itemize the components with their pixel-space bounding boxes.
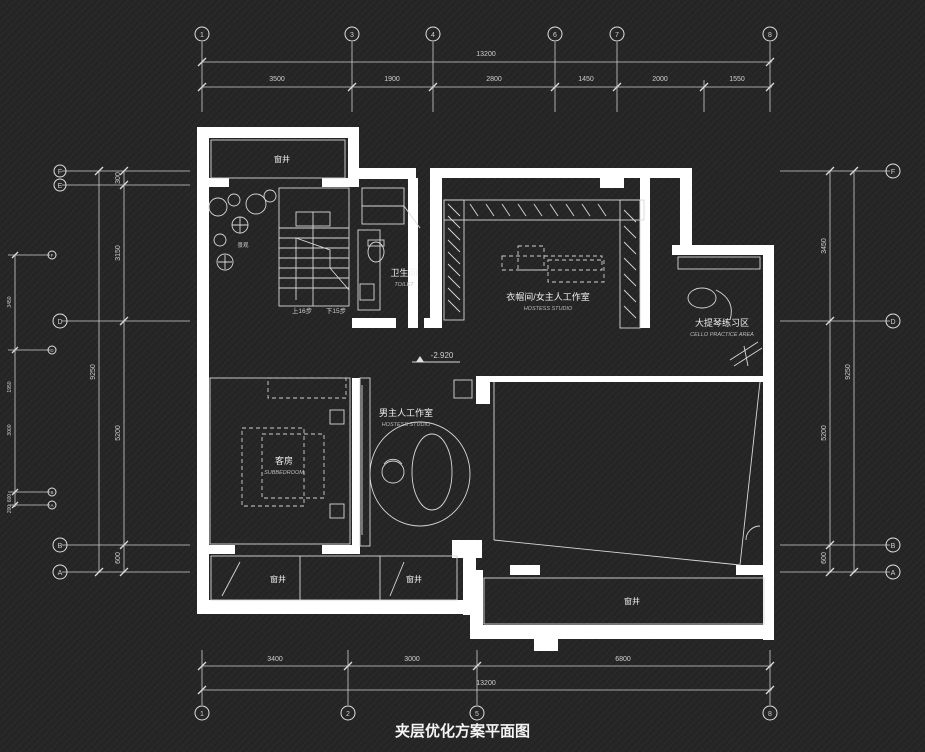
wardrobe-cabinets [443,199,645,329]
top-dim-3: 2800 [486,76,502,83]
landscape-plants [208,189,277,271]
label-stair-up: 上16步 [292,306,313,315]
bottom-dimension-lines [197,650,775,705]
bottom-axis-markers: 1 2 5 8 [194,705,778,721]
axis-bottom-2: 2 [346,711,350,718]
axis-bottom-8: 8 [768,711,772,718]
label-host-studio: 男主人工作室 [379,407,433,418]
left-dim-4: 600 [115,552,122,564]
label-light-well-top: 窗井 [274,154,290,164]
left-inner-dim-4: 600 [7,494,13,503]
bottom-dim-3: 6800 [615,656,631,663]
axis-inner-D: D [50,348,54,353]
axis-inner-F: F [51,253,54,258]
interior-lines [208,139,765,625]
right-total-dim: 9250 [845,364,852,380]
label-cello: 大提琴练习区 [695,317,749,328]
left-inner-dim-1: 3450 [7,296,13,307]
axis-top-3: 3 [350,32,354,39]
bottom-total-dim: 13200 [476,680,496,687]
label-light-well-bottom-1: 窗井 [270,574,286,584]
axis-top-7: 7 [615,32,619,39]
axis-left-F: F [58,169,62,176]
left-dim-3: 5200 [115,425,122,441]
top-dim-2: 1900 [384,76,400,83]
label-light-well-bottom-2: 窗井 [406,574,422,584]
top-dim-5: 2000 [652,76,668,83]
left-dim-2: 3150 [115,245,122,261]
left-total-dim: 9250 [90,364,97,380]
label-host-studio-en: HOSTESS STUDIO [382,422,431,428]
label-toilet-en: TOILET [394,282,414,288]
right-axis-markers: F D B A [885,163,901,580]
right-dim-3: 600 [821,552,828,564]
axis-right-D: D [890,319,895,326]
axis-bottom-5: 5 [475,711,479,718]
left-axis-markers: F E D B A F D B A [47,164,68,580]
drawing-title: 夹层优化方案平面图 [394,722,530,740]
axis-left-B: B [58,543,63,550]
label-light-well-bottom-3: 窗井 [624,596,640,606]
axis-top-8: 8 [768,32,772,39]
stair-treads [279,211,350,300]
top-axis-markers: 1 3 4 6 7 8 [194,26,778,42]
axis-top-6: 6 [553,32,557,39]
room-labels: 窗井 窗井 窗井 窗井 卫生间 TOILET 衣帽间/女主人工作室 HOSTES… [237,154,754,606]
right-dim-2: 5200 [821,425,828,441]
top-dim-4: 1450 [578,76,594,83]
top-dim-1: 3500 [269,76,285,83]
axis-inner-A: A [50,503,53,508]
top-dim-6: 1550 [729,76,745,83]
left-inner-dim-2: 1950 [7,381,13,392]
axis-left-A: A [58,570,63,577]
axis-left-E: E [58,183,63,190]
left-inner-dim-3: 3000 [7,424,13,435]
walls [197,127,774,651]
axis-left-D: D [57,319,62,326]
bottom-dimension-texts: 3400 3000 6800 13200 [267,656,631,687]
label-wardrobe: 衣帽间/女主人工作室 [506,291,590,302]
axis-right-F: F [891,169,895,176]
bottom-dim-2: 3000 [404,656,420,663]
label-wardrobe-en: HOSTESS STUDIO [524,306,573,312]
label-guest-room: 客房 [275,455,293,466]
label-stair-down: 下15步 [326,307,347,315]
left-dim-1: 300 [115,172,122,184]
axis-right-A: A [891,570,896,577]
axis-right-B: B [891,543,896,550]
right-dimension-lines [780,166,890,577]
right-dimension-texts: 3450 5200 600 9250 [821,238,852,564]
right-dim-1: 3450 [821,238,828,254]
top-dimension-texts: 13200 3500 1900 2800 1450 2000 1550 [269,51,745,83]
left-dimension-texts: 9250 300 3150 5200 600 3450 1950 3000 60… [7,172,122,564]
label-toilet: 卫生间 [390,267,417,278]
axis-inner-B: B [50,490,53,495]
top-total-dim: 13200 [476,51,496,58]
axis-top-1: 1 [200,32,204,39]
bottom-dim-1: 3400 [267,656,283,663]
left-inner-dim-5: 200 [7,505,13,514]
label-landscape: 景观 [237,242,249,249]
axis-bottom-1: 1 [200,711,204,718]
axis-top-4: 4 [431,32,435,39]
label-guest-room-en: SUBBEDROOM [264,470,304,476]
top-dimension-lines [197,42,775,112]
left-dimension-lines [8,166,190,577]
label-cello-en: CELLO PRACTICE AREA [690,332,754,338]
label-elevation: -2.920 [431,351,454,360]
